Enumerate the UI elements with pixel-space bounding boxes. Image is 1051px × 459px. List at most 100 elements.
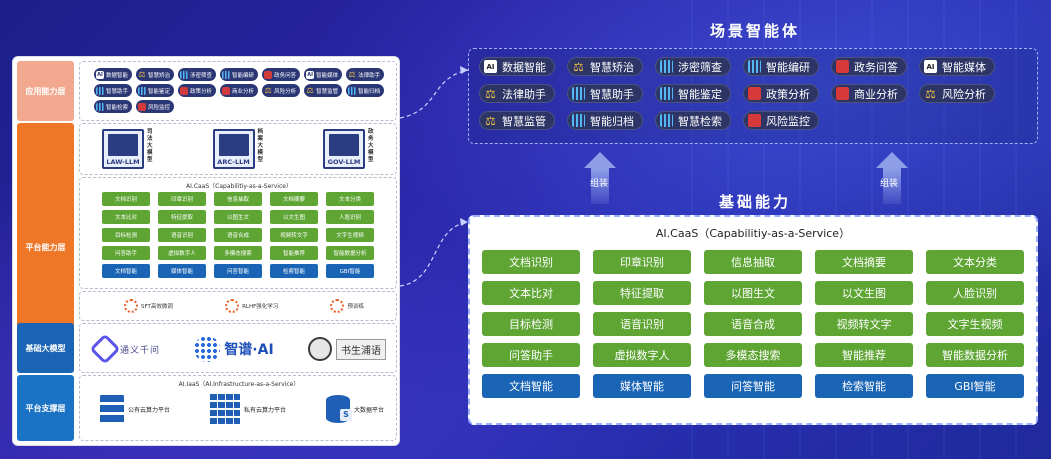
caas-capability-cell: 特征提取: [593, 281, 691, 305]
caas-capability-cell: 智能推荐: [815, 343, 913, 367]
caas-small-title: AI.CaaS（Capabilitiy-as-a-Service）: [186, 183, 292, 190]
server-rack-icon: [100, 395, 124, 423]
caas-small-blue-cell: 问答智能: [214, 264, 262, 278]
zhipu-logo-icon: [194, 336, 221, 362]
caas-capability-cell: 问答助手: [482, 343, 580, 367]
bars-icon: [572, 87, 585, 100]
caas-small-cell: 语音识别: [158, 228, 206, 242]
bars-icon: [180, 70, 189, 79]
caas-small-grid: 文档识别印章识别信息抽取文档摘要文本分类文本比对特征提取以图生文以文生图人脸识别…: [102, 192, 376, 278]
iaas-private-label: 私有云算力平台: [243, 406, 286, 414]
training-item: RLHF强化学习: [225, 299, 278, 313]
app-tag-label: 智能归档: [358, 88, 381, 95]
tongyi-name: 通义千问: [120, 345, 161, 356]
app-tag-label: 政策分析: [190, 88, 213, 95]
bars-icon: [96, 102, 104, 111]
scene-agent-label: 政策分析: [766, 87, 810, 101]
app-tag: 智慧助手: [94, 84, 133, 97]
llm-monitor-icon: LAW-LLM: [102, 129, 144, 169]
ai-icon: AI: [924, 60, 937, 73]
scene-title: 场景智能体: [709, 22, 800, 40]
scale-icon: ⚖: [264, 86, 272, 95]
caas-capability-cell: 文本比对: [482, 281, 580, 305]
zhipu-name: 智谱·AI: [224, 342, 274, 358]
caas-small-cell: 信息抽取: [214, 192, 262, 206]
caas-small-blue-cell: 检索智能: [270, 264, 318, 278]
scene-agent-label: 智能鉴定: [678, 87, 722, 101]
scene-agent-tag: ⚖法律助手: [479, 84, 555, 103]
caas-capability-cell: 文档识别: [482, 250, 580, 274]
caas-small-cell: 虚拟数字人: [158, 246, 206, 260]
app-tag: 智能检索: [94, 100, 133, 113]
llm-name: GOV-LLM: [327, 158, 361, 166]
scene-agent-tag: 智慧检索: [655, 111, 731, 130]
caas-capability-cell: 人脸识别: [926, 281, 1024, 305]
app-tag: ⚖风险分析: [262, 84, 301, 97]
gov-icon: [222, 86, 231, 95]
app-tag: 智能编研: [220, 68, 259, 81]
gov-icon: [836, 87, 849, 100]
app-tag: 政务问答: [262, 68, 301, 81]
app-tag-label: 政务问答: [274, 72, 297, 79]
caas-capability-cell: 视频转文字: [815, 312, 913, 336]
scale-icon: ⚖: [925, 86, 936, 101]
caas-intelligence-cell: 检索智能: [815, 374, 913, 398]
gov-icon: [264, 70, 273, 79]
scale-icon: ⚖: [138, 70, 146, 79]
caas-small-cell: 文档识别: [102, 192, 150, 206]
iaas-public-cloud: 公有云算力平台: [100, 395, 170, 423]
scale-icon: ⚖: [306, 86, 314, 95]
iaas-big-data: S 大数据平台: [325, 395, 384, 423]
scene-agent-label: 智慧检索: [678, 114, 722, 128]
app-tag-label: 法律助手: [358, 72, 381, 79]
scene-agent-label: 政务问答: [854, 60, 898, 74]
app-tag-label: 智能媒体: [316, 72, 339, 79]
caas-small-cell: 以文生图: [270, 210, 318, 224]
layer-label-base-model-box: 基础大模型: [17, 323, 74, 373]
caas-capability-cell: 智能数据分析: [926, 343, 1024, 367]
base-capability-title: 基础能力: [718, 193, 791, 211]
app-tag: 政策分析: [178, 84, 217, 97]
database-icon: S: [325, 395, 352, 423]
scene-agent-label: 智能编研: [766, 60, 810, 74]
caas-capability-cell: 文档摘要: [815, 250, 913, 274]
bars-icon: [222, 70, 231, 79]
database-badge: S: [339, 409, 352, 421]
app-tag-label: 风险分析: [274, 88, 297, 95]
app-tag-label: 智能鉴定: [148, 88, 171, 95]
bars-icon: [660, 60, 673, 73]
bars-icon: [138, 86, 147, 95]
app-tag: ⚖智慧矫治: [136, 68, 175, 81]
architecture-panel: 应用能力层 平台能力层 基础大模型 基础大模型 平台支撑层 AI数据智能⚖智慧矫…: [12, 56, 400, 446]
base-capability-box: AI.CaaS（Capabilitiy-as-a-Service） 文档识别印章…: [468, 215, 1038, 425]
layer-label-app: 应用能力层: [17, 61, 74, 121]
scene-agent-label: 数据智能: [502, 60, 546, 74]
app-tag-label: 智能检索: [106, 104, 129, 111]
caas-capability-cell: 以文生图: [815, 281, 913, 305]
training-label: RLHF强化学习: [242, 304, 279, 310]
iaas-row: 公有云算力平台 私有云算力平台 S 大数据平台: [100, 394, 384, 424]
scene-agent-tag: 风险监控: [743, 111, 819, 130]
scale-icon: ⚖: [485, 113, 496, 128]
caas-small-cell: 问答助手: [102, 246, 150, 260]
caas-capability-cell: 目标检测: [482, 312, 580, 336]
app-tag-label: 商业分析: [232, 88, 255, 95]
caas-capability-cell: 文字生视频: [926, 312, 1024, 336]
network-icon: [124, 299, 138, 313]
scene-agent-label: 智慧监管: [502, 114, 546, 128]
bars-icon: [660, 114, 673, 127]
logo-shusheng: 书生浦语: [307, 337, 386, 361]
app-tag-label: 智慧监管: [316, 88, 339, 95]
scene-agent-label: 智慧矫治: [590, 60, 634, 74]
gov-icon: [836, 60, 849, 73]
app-tag: ⚖智慧监管: [304, 84, 343, 97]
scene-agent-tag: 商业分析: [831, 84, 907, 103]
caas-capability-cell: 信息抽取: [704, 250, 802, 274]
